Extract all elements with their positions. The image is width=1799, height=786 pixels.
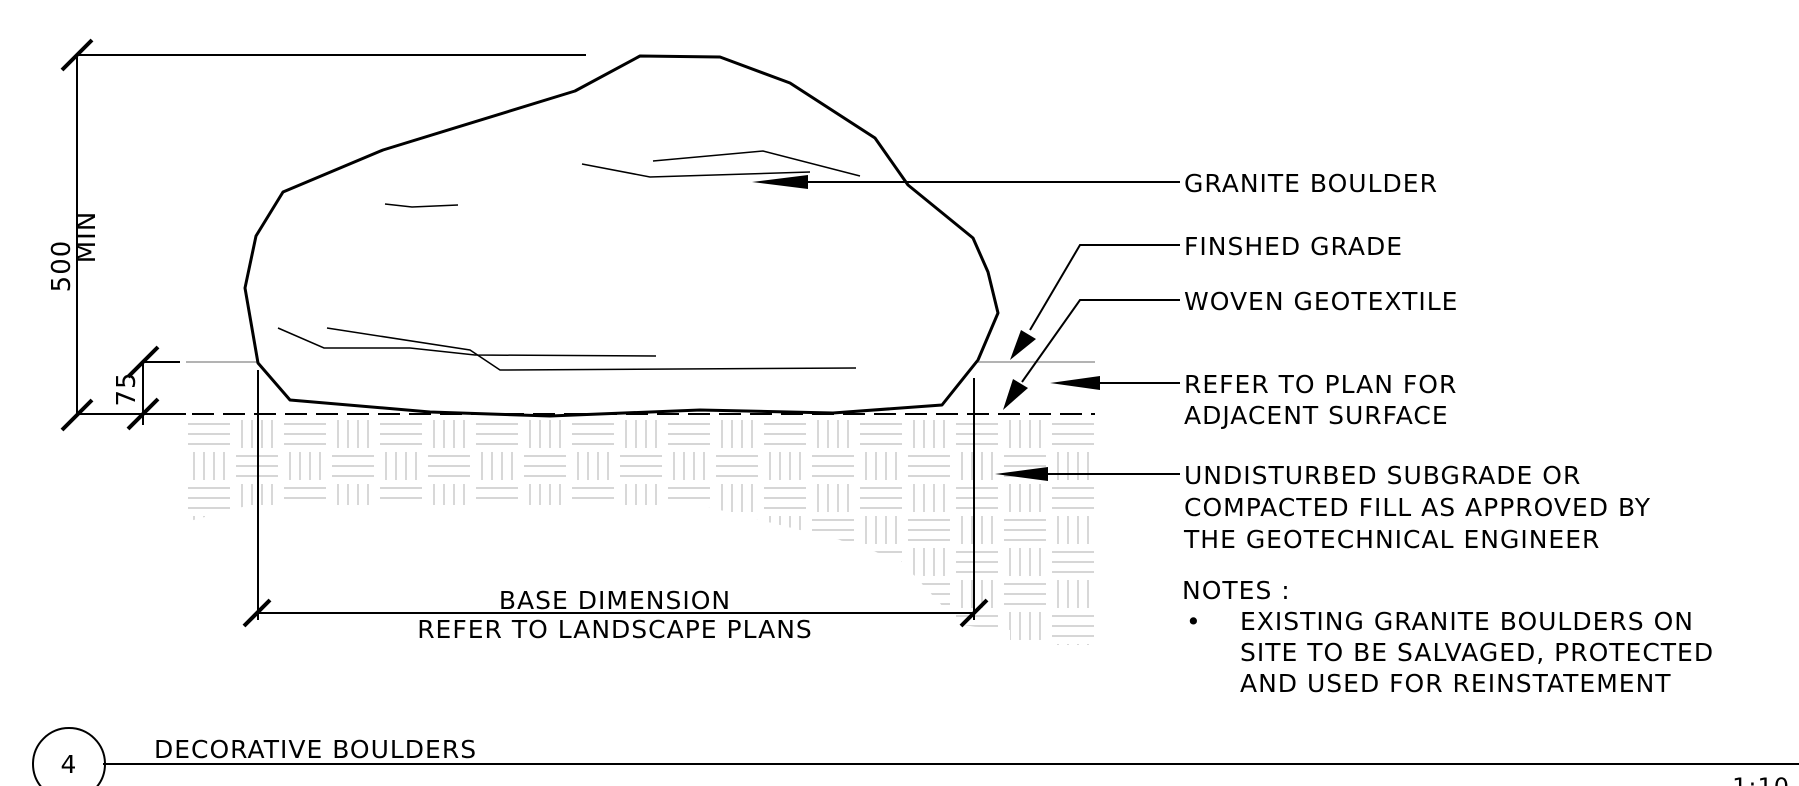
notes-bullet: • (1186, 607, 1202, 636)
note-item1-line3: AND USED FOR REINSTATEMENT (1240, 669, 1672, 698)
callout-adjacent-surface-line1: REFER TO PLAN FOR (1184, 370, 1457, 399)
notes-heading: NOTES : (1182, 576, 1291, 605)
callout-finished-grade: FINSHED GRADE (1184, 232, 1403, 261)
callout-subgrade-line2: COMPACTED FILL AS APPROVED BY (1184, 493, 1651, 522)
detail-title: DECORATIVE BOULDERS (154, 735, 477, 764)
granite-boulder-shape (243, 54, 1000, 418)
detail-number: 4 (61, 750, 78, 779)
depth-dimension-value: 75 (112, 371, 142, 406)
base-dimension-label-line1: BASE DIMENSION (499, 586, 731, 615)
leader-woven-geotextile (1003, 299, 1180, 410)
callout-subgrade-line1: UNDISTURBED SUBGRADE OR (1184, 461, 1581, 490)
base-dimension-label-line2: REFER TO LANDSCAPE PLANS (417, 615, 813, 644)
leader-granite-boulder (752, 175, 1180, 189)
note-item1-line1: EXISTING GRANITE BOULDERS ON (1240, 607, 1694, 636)
base-extension-lines (257, 370, 975, 620)
leader-adjacent-surface (1050, 376, 1180, 390)
leader-finished-grade (1010, 244, 1180, 360)
callout-granite-boulder: GRANITE BOULDER (1184, 169, 1438, 198)
height-dimension-value: 500 (47, 240, 77, 293)
leader-subgrade (995, 467, 1180, 481)
callout-adjacent-surface-line2: ADJACENT SURFACE (1184, 401, 1449, 430)
detail-scale: 1:10 (1732, 773, 1790, 786)
callout-subgrade-line3: THE GEOTECHNICAL ENGINEER (1183, 525, 1600, 554)
depth-dimension (77, 345, 186, 431)
note-item1-line2: SITE TO BE SALVAGED, PROTECTED (1240, 638, 1714, 667)
callout-woven-geotextile: WOVEN GEOTEXTILE (1184, 287, 1458, 316)
height-dimension-qualifier: MIN (72, 211, 102, 264)
base-dimension (242, 598, 989, 628)
